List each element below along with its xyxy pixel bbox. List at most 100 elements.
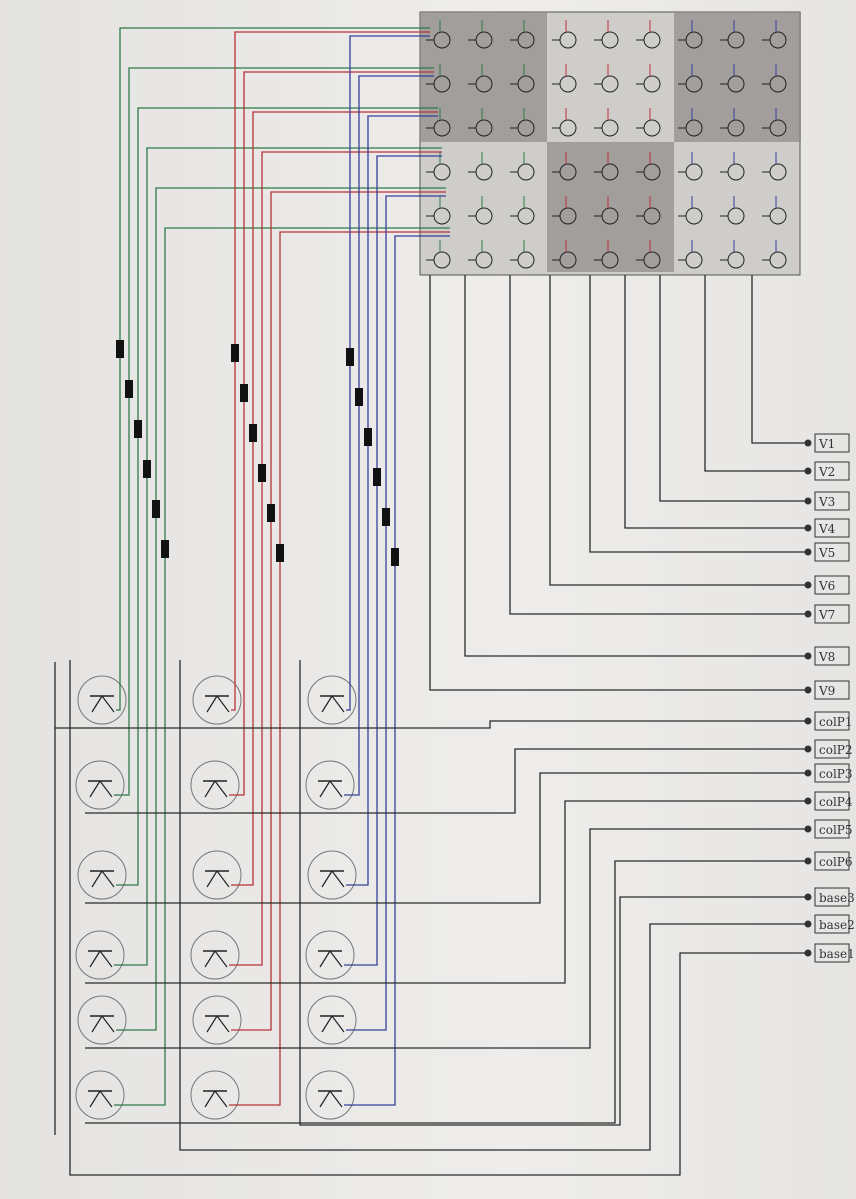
transistor-collector [206, 695, 218, 713]
terminal-label: colP1 [819, 715, 853, 729]
transistor-collector [321, 1015, 333, 1033]
terminal-label-box [814, 646, 850, 666]
terminal-label-box [814, 943, 850, 963]
terminal-label: V9 [818, 684, 835, 698]
terminal-dot [804, 610, 812, 618]
transistor-emitter [101, 1015, 115, 1033]
transistor-emitter [331, 1015, 345, 1033]
transistor-collector [319, 950, 331, 968]
resistor [134, 420, 142, 438]
column-wire [85, 828, 806, 1049]
transistor [190, 1070, 240, 1120]
transistor-collector [206, 870, 218, 888]
terminal-dot [804, 467, 812, 475]
base-wire [299, 660, 806, 1126]
resistor [346, 348, 354, 366]
terminal-label: colP5 [819, 823, 853, 837]
column-wire [55, 720, 806, 729]
resistor [382, 508, 390, 526]
terminal-label: V6 [818, 579, 835, 593]
led-row-wire [116, 187, 446, 1031]
transistor-emitter [99, 950, 113, 968]
column-wire [85, 860, 806, 1124]
base-wire [69, 660, 806, 1176]
terminal-dot [804, 825, 812, 833]
resistor [364, 428, 372, 446]
row-wire [549, 275, 806, 586]
terminal-dot [804, 745, 812, 753]
transistor [75, 930, 125, 980]
resistor [143, 460, 151, 478]
transistor-collector [89, 780, 101, 798]
transistor [307, 675, 357, 725]
terminal-label-box [814, 711, 850, 731]
resistor [373, 468, 381, 486]
transistor-emitter [331, 870, 345, 888]
terminal-label-box [814, 461, 850, 481]
row-wire [509, 275, 806, 615]
terminal-label: base1 [819, 947, 855, 961]
led-row-wire [344, 155, 442, 966]
transistor [307, 850, 357, 900]
terminal-label-box [814, 819, 850, 839]
transistor [77, 995, 127, 1045]
transistor-collector [321, 870, 333, 888]
row-wire [751, 275, 806, 444]
base-wire [179, 660, 806, 1151]
terminal-label-box [814, 604, 850, 624]
transistor-collector [204, 950, 216, 968]
terminal-dot [804, 524, 812, 532]
terminal-label-box [814, 433, 850, 453]
transistor-emitter [99, 1090, 113, 1108]
terminal-label: V5 [818, 546, 835, 560]
transistor [192, 850, 242, 900]
transistor-emitter [329, 780, 343, 798]
terminal-label: colP4 [819, 795, 853, 809]
led-row-wire [231, 191, 446, 1031]
transistor-collector [204, 1090, 216, 1108]
led-row-wire [344, 235, 450, 1106]
terminal-label: base2 [819, 918, 855, 932]
terminal-label-box [814, 680, 850, 700]
led-row-wire [344, 75, 434, 796]
transistor-emitter [101, 695, 115, 713]
led-row-wire [346, 35, 430, 711]
transistor [305, 1070, 355, 1120]
led-row-wire [229, 71, 434, 796]
transistor-collector [321, 695, 333, 713]
terminal-label: V8 [818, 650, 835, 664]
terminal-dot [804, 686, 812, 694]
row-wire [589, 275, 806, 553]
resistor [125, 380, 133, 398]
resistor [355, 388, 363, 406]
terminal-label-box [814, 763, 850, 783]
terminal-label-box [814, 791, 850, 811]
terminal-dot [804, 797, 812, 805]
terminal-dot [804, 717, 812, 725]
transistor [192, 675, 242, 725]
row-wire [464, 275, 806, 657]
led-row-wire [114, 67, 434, 796]
resistor [161, 540, 169, 558]
transistor-emitter [99, 780, 113, 798]
led-row-wire [229, 231, 450, 1106]
terminal-dot [804, 497, 812, 505]
led-row-wire [231, 111, 438, 886]
transistor [77, 850, 127, 900]
row-wire [659, 275, 806, 502]
column-wire [85, 772, 806, 904]
terminal-label: base3 [819, 891, 855, 905]
terminal-label-box [814, 739, 850, 759]
led-row-wire [346, 115, 438, 886]
terminal-dot [804, 769, 812, 777]
resistor [267, 504, 275, 522]
transistor-collector [206, 1015, 218, 1033]
transistor-emitter [216, 1015, 230, 1033]
terminal-label-box [814, 542, 850, 562]
resistor [231, 344, 239, 362]
transistor-collector [91, 1015, 103, 1033]
transistor-collector [91, 695, 103, 713]
terminal-label: V2 [818, 465, 835, 479]
